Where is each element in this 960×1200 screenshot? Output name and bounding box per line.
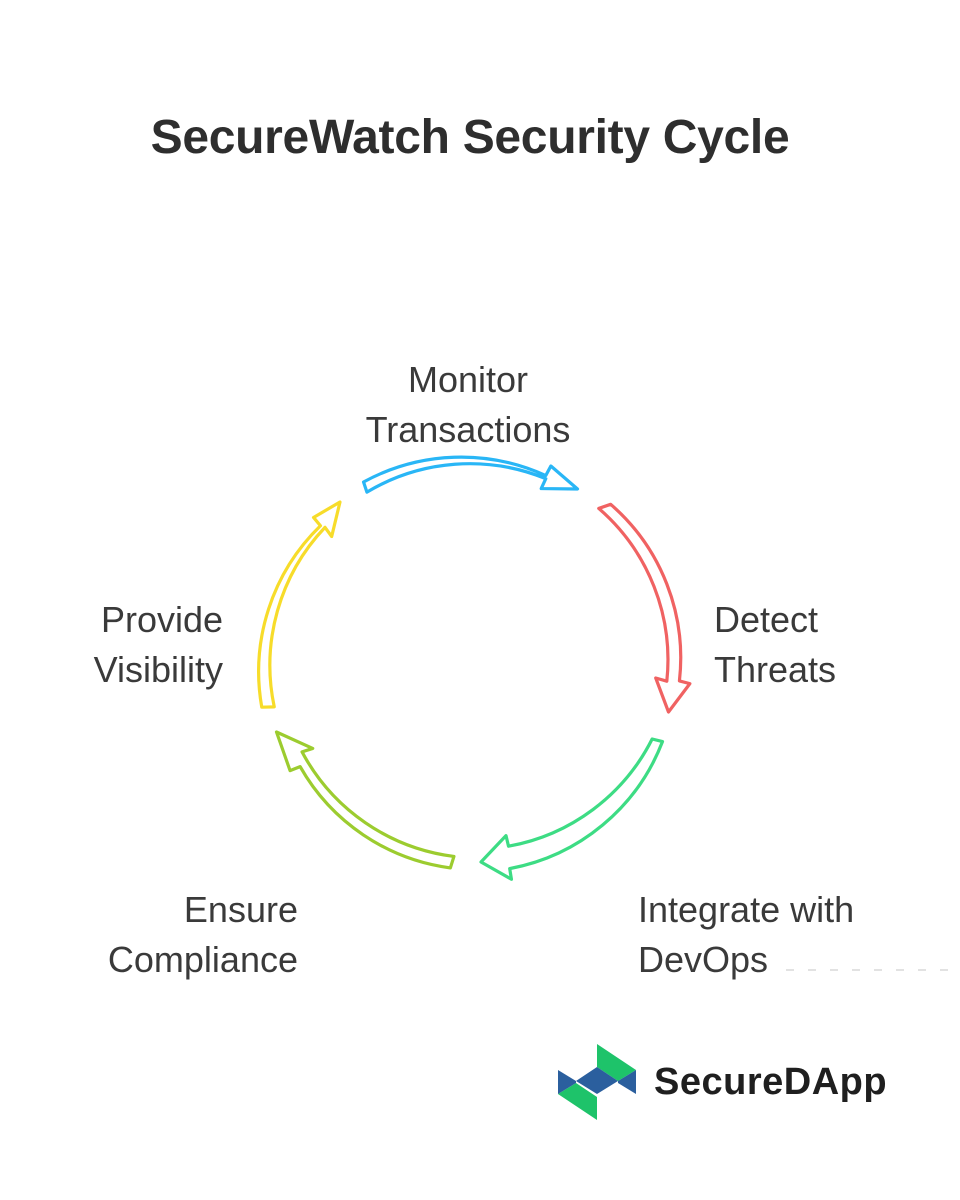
- arrow-provide-to-monitor: [257, 500, 342, 709]
- arrow-integrate-to-ensure: [479, 737, 665, 881]
- arrow-monitor-to-detect: [361, 455, 580, 494]
- arrow-detect-to-integrate: [597, 502, 692, 714]
- securedapp-logo-icon: [558, 1044, 636, 1120]
- faint-mark: [786, 969, 956, 971]
- arrow-ensure-to-provide: [274, 730, 456, 870]
- brand-name: SecureDApp: [654, 1060, 888, 1103]
- page-title: SecureWatch Security Cycle: [150, 111, 790, 164]
- brand-logo-group: SecureDApp: [556, 1042, 887, 1122]
